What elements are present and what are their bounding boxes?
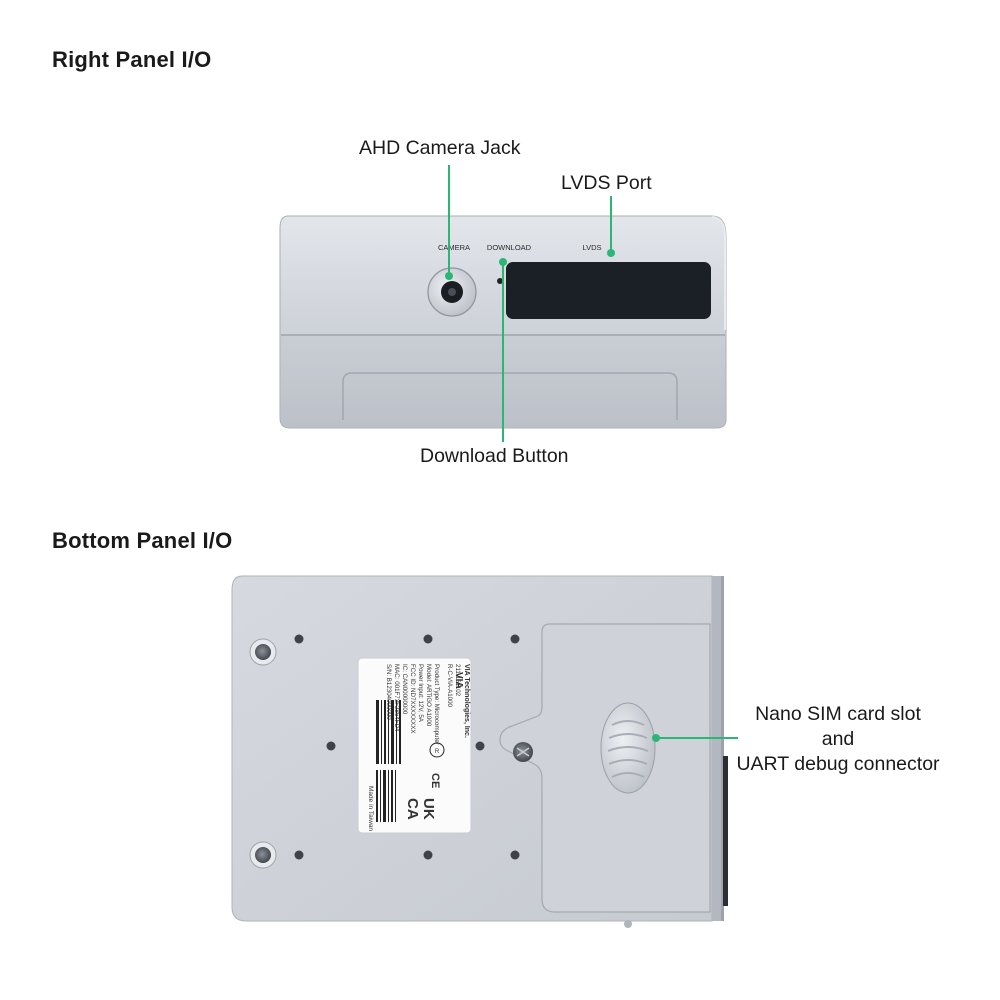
label-uk: UK (420, 798, 437, 820)
lvds-leader-dot (607, 249, 615, 257)
label-ce: CE (429, 773, 441, 788)
camera-silkscreen: CAMERA (438, 243, 470, 252)
download-button-callout: Download Button (420, 445, 569, 467)
corner-screw-bottom (249, 841, 277, 869)
camera-jack-callout: AHD Camera Jack (359, 137, 521, 159)
sim-leader-dot (652, 734, 660, 742)
label-mac: MAC: 001F73F2864FD4 (393, 664, 400, 732)
lvds-silkscreen: LVDS (582, 243, 601, 252)
label-made-in: Made in Taiwan (367, 786, 374, 831)
download-button (497, 278, 503, 284)
bottom-panel-device: VIA Technologies, Inc. 211-161102 R-C-VI… (231, 575, 728, 928)
label-ic: IC: CAN00000000 (401, 664, 408, 715)
label-rcm: R (435, 749, 440, 755)
mounting-holes (294, 634, 520, 860)
right-panel-title: Right Panel I/O (52, 47, 212, 72)
download-leader-dot (499, 258, 507, 266)
label-logo: VIA (453, 672, 464, 689)
download-silkscreen: DOWNLOAD (487, 243, 532, 252)
label-ca: CA (404, 798, 421, 820)
product-label: VIA Technologies, Inc. 211-161102 R-C-VI… (357, 657, 472, 834)
camera-jack (427, 267, 477, 317)
label-product: Product Type: Microcomputer (433, 664, 440, 745)
label-cert2: R-C-VIA-A1000 (446, 664, 453, 708)
lvds-port (506, 262, 711, 319)
label-fcc: FCC ID: ND7XXXXXXXX (409, 664, 416, 733)
bottom-panel-title: Bottom Panel I/O (52, 528, 233, 553)
and-label: and (821, 728, 855, 750)
label-brand: VIA Technologies, Inc. (463, 664, 470, 738)
lvds-port-callout: LVDS Port (561, 172, 652, 194)
label-sn: S/N: B12304000000 (385, 664, 392, 720)
sim-slot-label: Nano SIM card slot (755, 703, 921, 725)
label-model: Model: ARTiGO A1000 (425, 664, 432, 727)
sim-uart-callout: Nano SIM card slot and UART debug connec… (728, 702, 948, 777)
camera-leader-dot (445, 272, 453, 280)
label-power: Power Input: 12V, 5A (417, 664, 424, 723)
corner-screw-top (249, 638, 277, 666)
label-barcode (376, 700, 401, 822)
uart-label: UART debug connector (736, 753, 940, 775)
label-cert1: 211-161102 (454, 664, 461, 697)
